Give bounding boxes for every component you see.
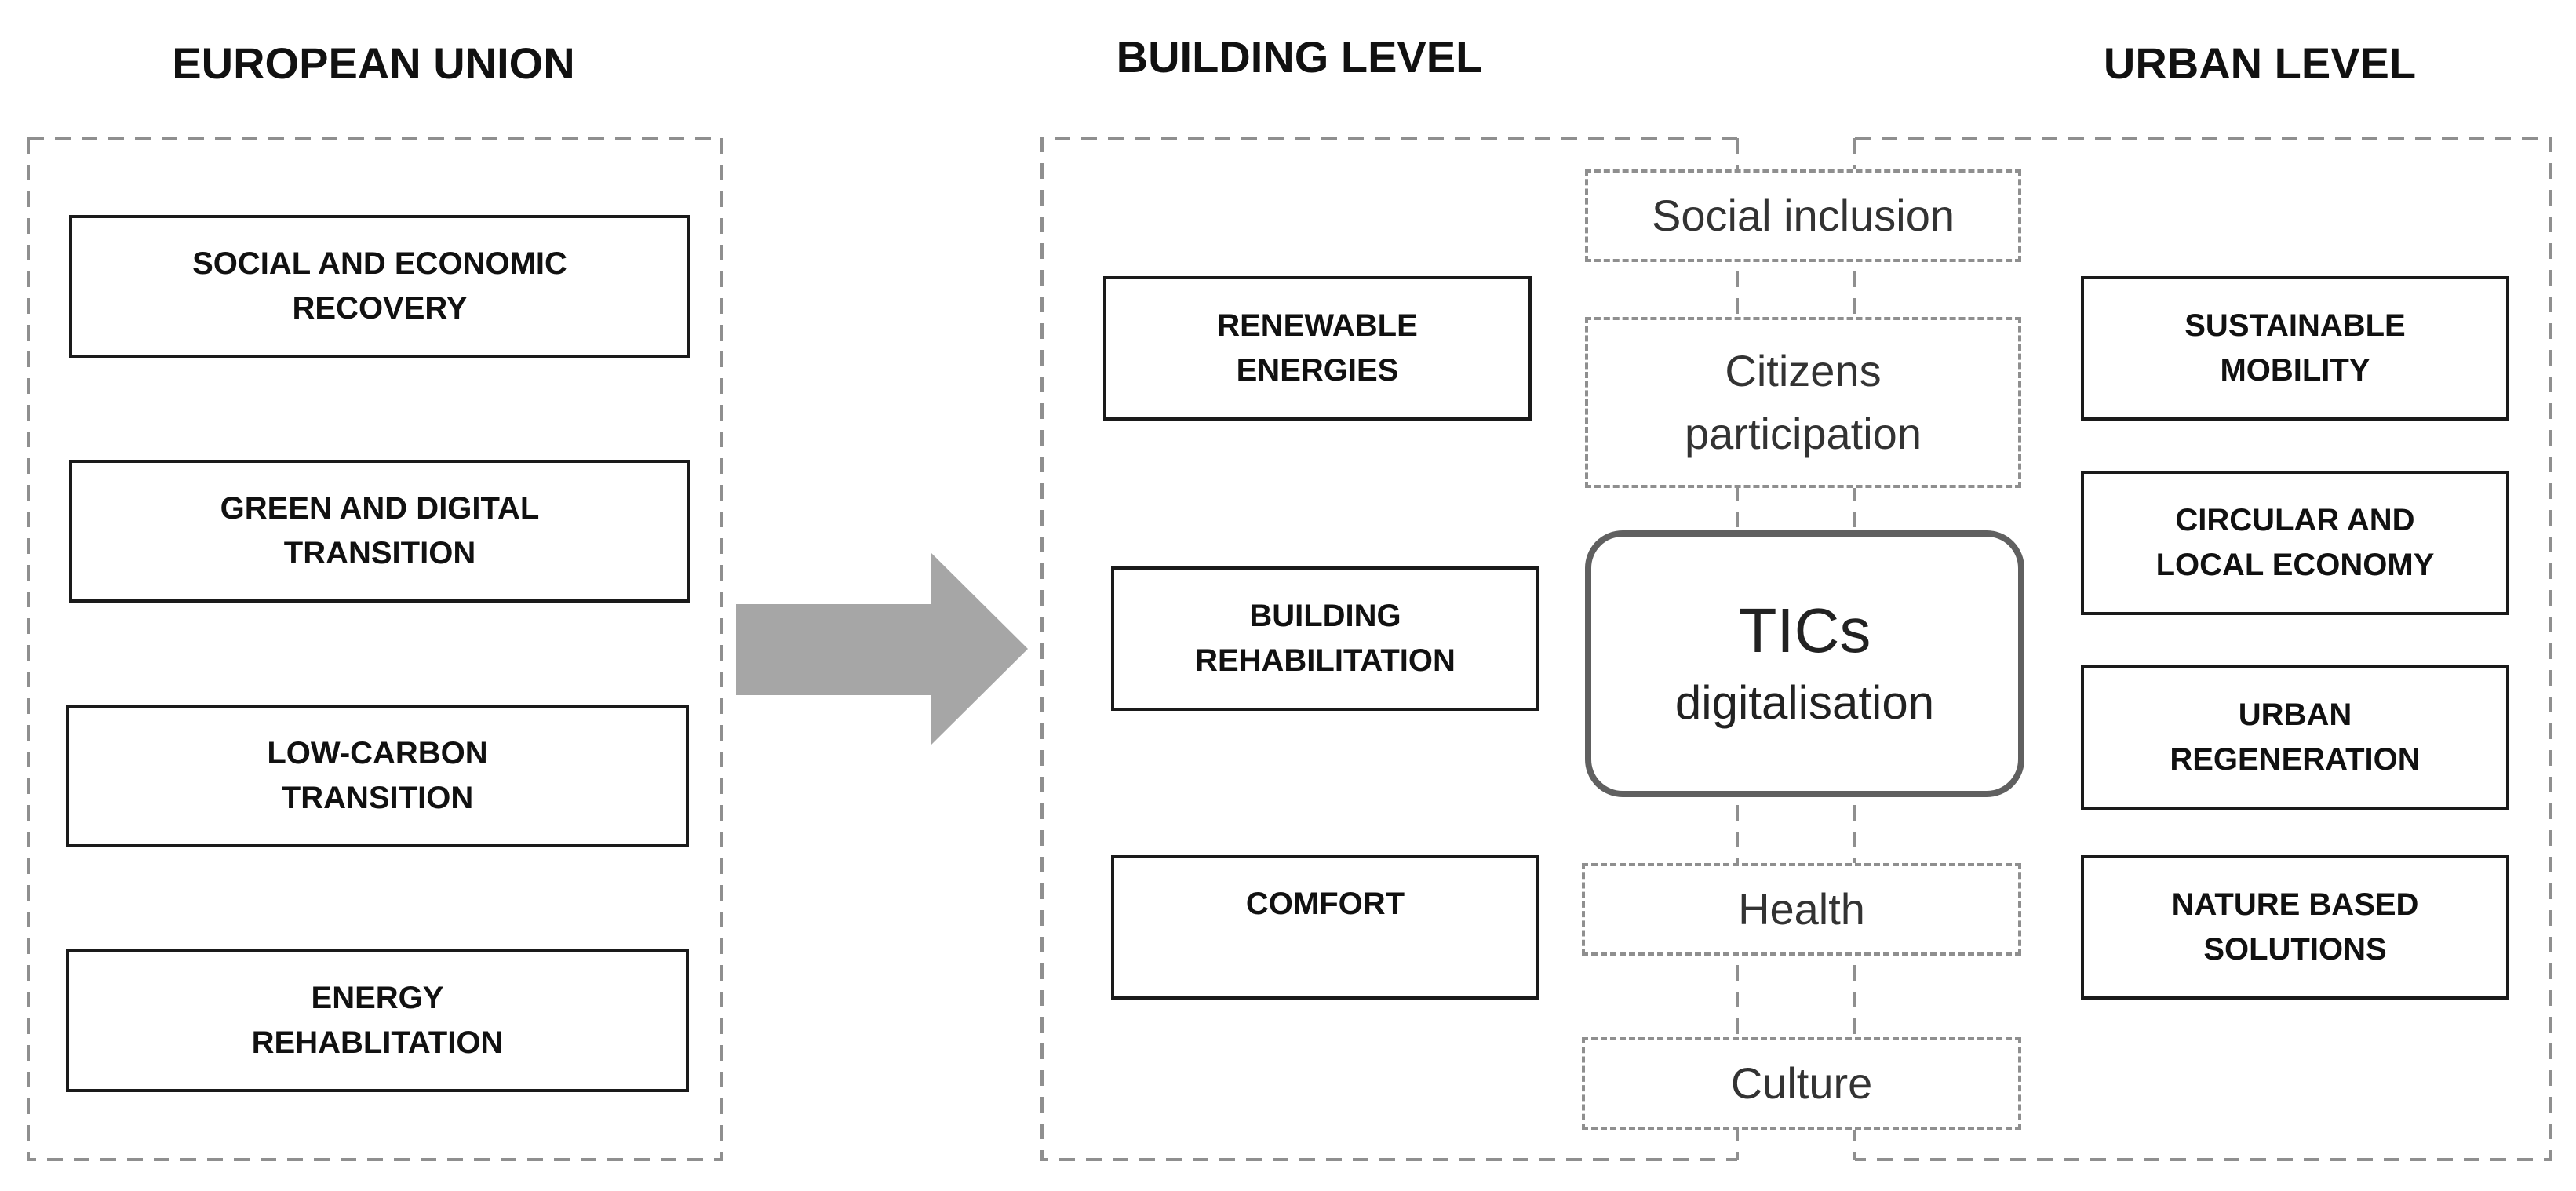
building-dashed-frame	[1040, 137, 1737, 1161]
eu-box-label-line2: TRANSITION	[281, 781, 474, 815]
urban-box-label-line1: URBAN	[2238, 697, 2352, 732]
eu-box-label-line2: RECOVERY	[292, 291, 468, 326]
eu-box-label-line2: REHABLITATION	[251, 1025, 504, 1060]
building-box-building-rehabilitation: BUILDING REHABILITATION	[1111, 566, 1539, 711]
eu-box-label-line1: LOW-CARBON	[267, 736, 488, 770]
building-box-label-line2: ENERGIES	[1236, 353, 1399, 388]
urban-box-circular-local-economy: CIRCULAR AND LOCAL ECONOMY	[2081, 471, 2509, 615]
eu-box-social-economic-recovery: SOCIAL AND ECONOMIC RECOVERY	[69, 215, 690, 358]
core-tics-digitalisation: TICs digitalisation	[1585, 530, 2024, 797]
citizens-label-line1: Citizens	[1725, 346, 1882, 395]
citizens-label-line2: participation	[1685, 409, 1922, 458]
urban-box-label-line1: SUSTAINABLE	[2184, 308, 2406, 343]
building-box-renewable-energies: RENEWABLE ENERGIES	[1103, 276, 1532, 421]
urban-box-sustainable-mobility: SUSTAINABLE MOBILITY	[2081, 276, 2509, 421]
building-box-label-line1: BUILDING	[1249, 599, 1401, 633]
cross-item-health: Health	[1582, 863, 2021, 956]
urban-box-nature-based-solutions: NATURE BASED SOLUTIONS	[2081, 855, 2509, 1000]
cross-item-citizens-participation: Citizens participation	[1585, 317, 2021, 488]
heading-building-level: BUILDING LEVEL	[1116, 31, 1483, 82]
urban-dashed-frame	[1855, 137, 2552, 1161]
urban-box-label-line1: NATURE BASED	[2171, 887, 2419, 922]
eu-box-green-digital-transition: GREEN AND DIGITAL TRANSITION	[69, 460, 690, 603]
cross-item-social-inclusion: Social inclusion	[1585, 169, 2021, 262]
urban-box-label-line2: SOLUTIONS	[2203, 932, 2387, 967]
building-box-label-line1: RENEWABLE	[1217, 308, 1418, 343]
urban-box-label-line2: REGENERATION	[2170, 742, 2421, 777]
cross-item-culture: Culture	[1582, 1037, 2021, 1130]
eu-dashed-frame	[27, 137, 723, 1161]
urban-box-label-line2: MOBILITY	[2220, 353, 2370, 388]
eu-box-label-line1: SOCIAL AND ECONOMIC	[192, 246, 567, 281]
heading-european-union: EUROPEAN UNION	[172, 38, 575, 88]
eu-box-label-line2: TRANSITION	[283, 536, 476, 570]
transition-arrow-icon	[736, 552, 1028, 745]
urban-box-urban-regeneration: URBAN REGENERATION	[2081, 665, 2509, 810]
core-title: TICs	[1738, 596, 1871, 665]
building-box-label-line1: COMFORT	[1245, 887, 1405, 921]
eu-box-label-line1: ENERGY	[311, 981, 444, 1015]
building-box-comfort: COMFORT	[1111, 855, 1539, 1000]
heading-urban-level: URBAN LEVEL	[2103, 38, 2417, 88]
urban-box-label-line2: LOCAL ECONOMY	[2155, 548, 2435, 582]
eu-box-label-line1: GREEN AND DIGITAL	[220, 491, 540, 526]
urban-box-label-line1: CIRCULAR AND	[2175, 503, 2415, 537]
eu-box-low-carbon-transition: LOW-CARBON TRANSITION	[66, 705, 689, 847]
core-subtitle: digitalisation	[1674, 676, 1935, 729]
eu-box-energy-rehabilitation: ENERGY REHABLITATION	[66, 949, 689, 1092]
building-box-label-line2: REHABILITATION	[1195, 643, 1456, 678]
